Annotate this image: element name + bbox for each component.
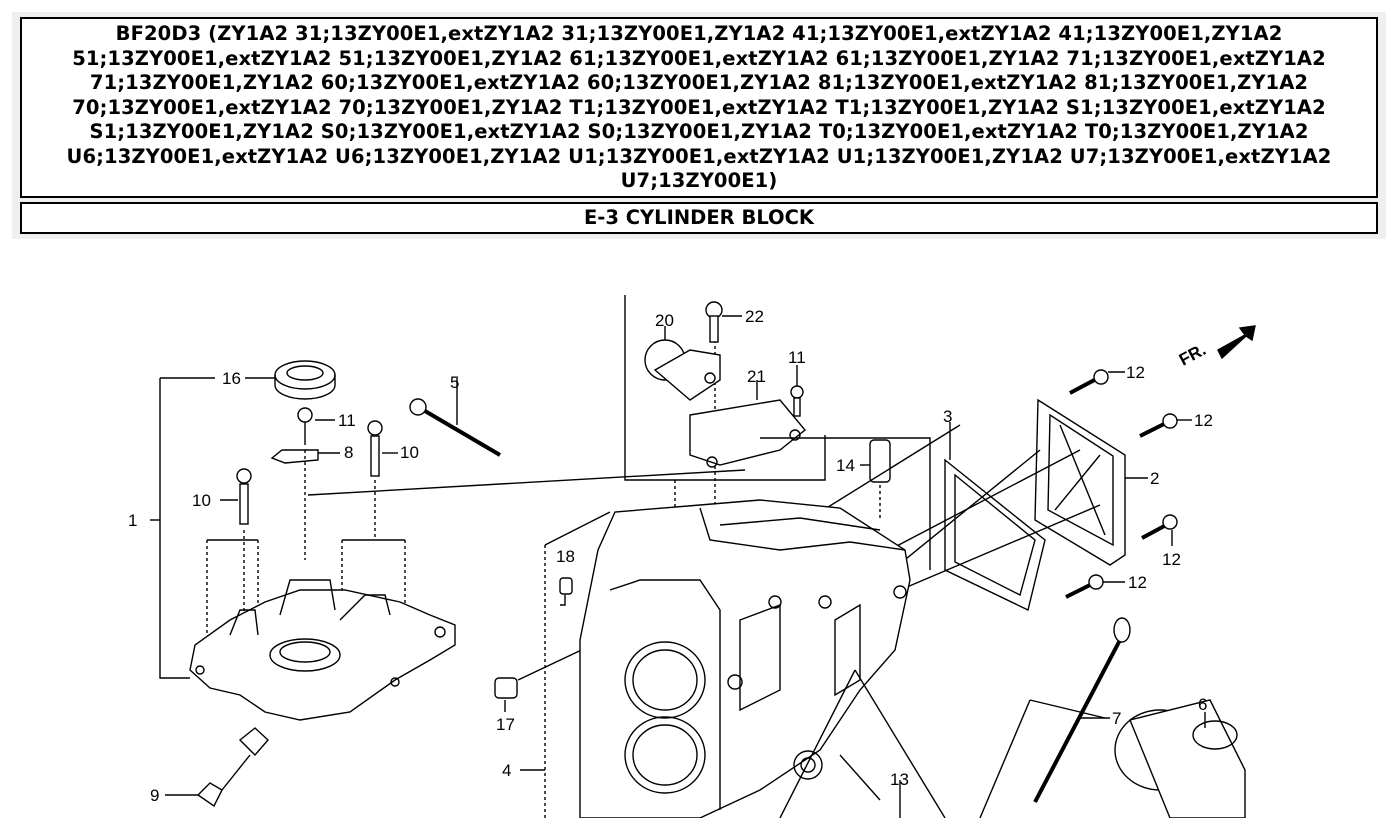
callout-20: 20 <box>655 311 674 330</box>
header-panel: BF20D3 (ZY1A2 31;13ZY00E1,extZY1A2 31;13… <box>12 12 1386 239</box>
callout-13: 13 <box>890 770 909 789</box>
callout-2: 2 <box>1150 469 1159 488</box>
callout-9: 9 <box>150 786 159 805</box>
model-title: BF20D3 (ZY1A2 31;13ZY00E1,extZY1A2 31;13… <box>20 17 1378 198</box>
callout-11-left: 11 <box>338 411 356 430</box>
direction-label: FR. <box>1176 340 1209 370</box>
callout-21: 21 <box>747 367 766 386</box>
callout-4: 4 <box>502 761 511 780</box>
callout-6: 6 <box>1198 695 1207 714</box>
callout-14: 14 <box>836 456 855 475</box>
callout-10-right: 10 <box>400 443 419 462</box>
parts-diagram: FR. 1 2 3 4 5 6 7 8 9 10 10 11 11 12 12 … <box>128 295 1256 818</box>
callout-10-left: 10 <box>192 491 211 510</box>
callout-7: 7 <box>1112 709 1121 728</box>
callout-5: 5 <box>450 373 459 392</box>
callout-22: 22 <box>745 307 764 326</box>
callout-12-upper: 12 <box>1194 411 1213 430</box>
callout-11-right: 11 <box>788 348 806 367</box>
callout-12-lower: 12 <box>1162 550 1181 569</box>
callout-1: 1 <box>128 511 137 530</box>
section-title: E-3 CYLINDER BLOCK <box>20 201 1378 234</box>
callout-16: 16 <box>222 369 241 388</box>
callout-18: 18 <box>556 547 575 566</box>
callout-17: 17 <box>496 715 515 734</box>
callout-3: 3 <box>943 407 952 426</box>
callout-8: 8 <box>344 443 353 462</box>
callout-12-top: 12 <box>1126 363 1145 382</box>
callout-12-bottom: 12 <box>1128 573 1147 592</box>
